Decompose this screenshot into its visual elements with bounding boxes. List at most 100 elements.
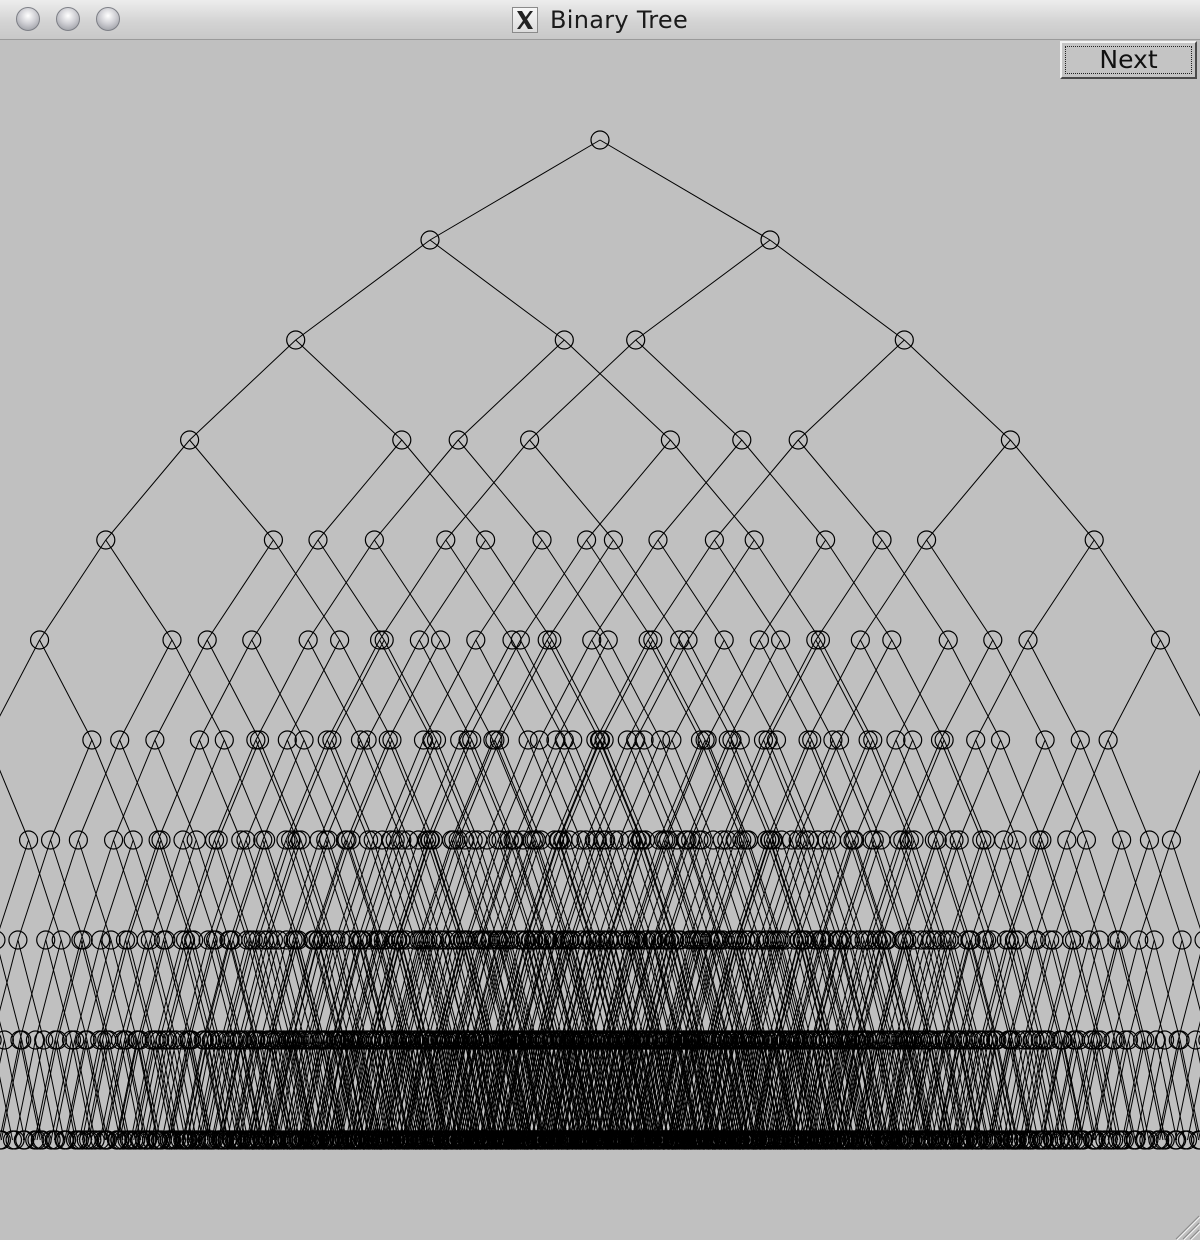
tree-node [518,730,538,750]
zoom-window-button[interactable] [96,7,120,31]
tree-node [998,1030,1018,1050]
tree-edge [808,839,843,941]
tree-edge [773,1039,795,1141]
tree-node [1087,1030,1108,1050]
tree-edge [612,939,639,1041]
close-window-button[interactable] [16,7,40,31]
tree-node [559,830,580,850]
tree-edge [325,839,359,941]
tree-edge [502,1039,524,1141]
tree-node [135,1130,155,1150]
tree-edge [879,1039,902,1141]
next-button[interactable]: Next [1060,41,1197,79]
tree-node [950,1130,970,1150]
tree-edge [424,1039,447,1141]
tree-node [555,1030,575,1050]
tree-edge [855,1039,877,1141]
tree-node [142,1130,162,1150]
tree-edge [793,839,828,941]
tree-edge [805,939,833,1041]
tree-edge [497,839,532,941]
tree-edge [379,539,447,641]
tree-edge [841,939,868,1041]
tree-edge [453,839,488,941]
tree-edge [394,739,437,841]
tree-edge [540,839,574,941]
tree-node [431,630,451,650]
tree-edge [269,1039,291,1141]
tree-node [521,830,541,850]
tree-node [565,1130,586,1150]
tree-edge [442,939,469,1041]
tree-node [823,1130,843,1150]
tree-node [211,1030,231,1050]
tree-node [662,730,682,750]
tree-edge [507,1039,529,1141]
tree-edge [217,739,260,841]
tree-node [961,930,981,950]
tree-edge [556,1039,578,1141]
tree-edge [207,939,235,1041]
tree-edge [81,1039,104,1141]
tree-node [677,830,697,850]
tree-edge [821,839,856,941]
tree-edge [1155,1039,1178,1141]
tree-node [208,830,228,850]
minimize-window-button[interactable] [56,7,80,31]
tree-node [577,1130,597,1150]
tree-node [543,930,563,950]
tree-node [276,930,297,950]
tree-edge [573,1039,595,1141]
tree-edge [379,1039,401,1141]
tree-edge [0,1039,23,1141]
tree-edge [1135,1039,1157,1141]
tree-edge [601,939,629,1041]
tree-edge [807,739,850,841]
tree-edge [603,739,646,841]
tree-node [197,630,217,650]
tree-edge [575,939,603,1041]
title-bar[interactable]: Binary Tree [0,0,1200,40]
tree-edge [235,1039,257,1141]
tree-node [1070,730,1090,750]
tree-edge [901,839,935,941]
tree-node [586,730,606,750]
tree-edge [857,1039,879,1141]
tree-node [692,930,713,950]
tree-edge [34,1039,57,1141]
tree-node [1190,1130,1200,1150]
tree-edge [450,1039,472,1141]
tree-node [1029,1130,1050,1150]
tree-edge [958,839,993,941]
tree-node [482,1130,502,1150]
tree-edge [318,939,345,1041]
tree-edge [1128,1039,1150,1141]
tree-node [495,1030,515,1050]
tree-edge [586,539,654,641]
tree-edge [272,1039,294,1141]
tree-edge [798,839,832,941]
tree-node [189,730,210,750]
tree-edge [837,1039,860,1141]
tree-edge [953,839,988,941]
tree-edge [422,939,450,1041]
tree-node [514,1130,534,1150]
tree-edge [182,839,217,941]
tree-node [1101,1130,1121,1150]
tree-edge [881,939,909,1041]
tree-edge [394,839,429,941]
tree-node [353,1130,373,1150]
tree-edge [673,939,701,1041]
tree-edge [635,739,678,841]
tree-node [430,1130,450,1150]
tree-node [344,1030,364,1050]
tree-edge [14,1039,36,1141]
resize-grip-icon[interactable] [1170,1210,1200,1240]
tree-edge [397,839,431,941]
tree-edge [443,1039,466,1141]
tree-edge [668,939,696,1041]
tree-edge [487,1039,509,1141]
tree-edge [579,1039,602,1141]
tree-edge [1017,1039,1039,1141]
tree-edge [376,1039,398,1141]
